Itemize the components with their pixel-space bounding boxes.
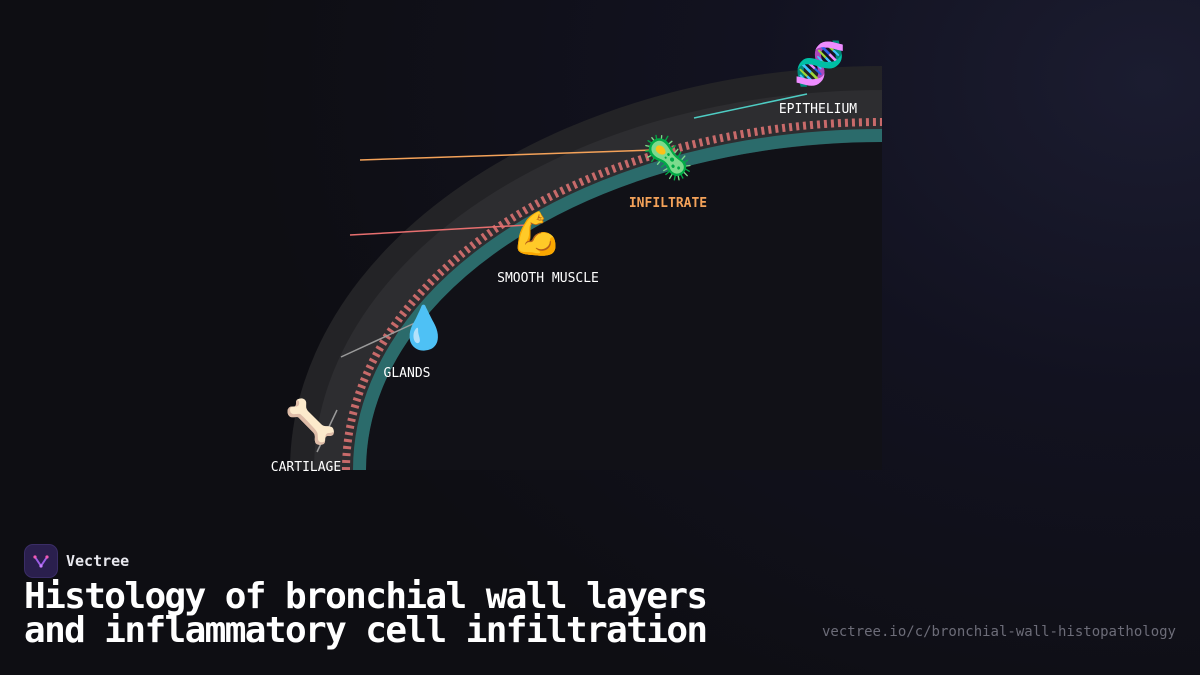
vectree-logo-icon (24, 544, 58, 578)
epithelium-label: EPITHELIUM (779, 102, 857, 117)
glands-label: GLANDS (384, 366, 431, 381)
bone-icon: 🦴 (285, 396, 337, 446)
glands-leader-line (340, 321, 418, 358)
brand-name: Vectree (66, 552, 130, 570)
cartilage-leader-line (316, 409, 338, 453)
microbe-icon: 🦠 (642, 133, 694, 182)
infiltrate-label: INFILTRATE (629, 196, 707, 211)
source-url[interactable]: vectree.io/c/bronchial-wall-histopatholo… (821, 624, 1176, 640)
page-title: Histology of bronchial wall layers and i… (24, 576, 708, 651)
inner-lumen-mask (366, 142, 882, 470)
cartilage-label: CARTILAGE (271, 460, 341, 475)
mucosa-band (353, 129, 883, 471)
smooth-muscle-leader-line (349, 224, 528, 236)
flexed-biceps-icon: 💪 (511, 209, 563, 258)
brand: Vectree (24, 544, 129, 578)
smooth-muscle-label: SMOOTH MUSCLE (497, 271, 599, 286)
infiltrate-leader-line (359, 149, 656, 161)
epithelium-leader-line (693, 93, 808, 119)
title-line-1: Histology of bronchial wall layers (24, 576, 708, 617)
dna-icon: 🧬 (794, 38, 846, 89)
title-line-2: and inflammatory cell infiltration (24, 610, 708, 651)
droplet-icon: 💧 (398, 303, 450, 352)
muscle-dashed-band (342, 118, 883, 471)
